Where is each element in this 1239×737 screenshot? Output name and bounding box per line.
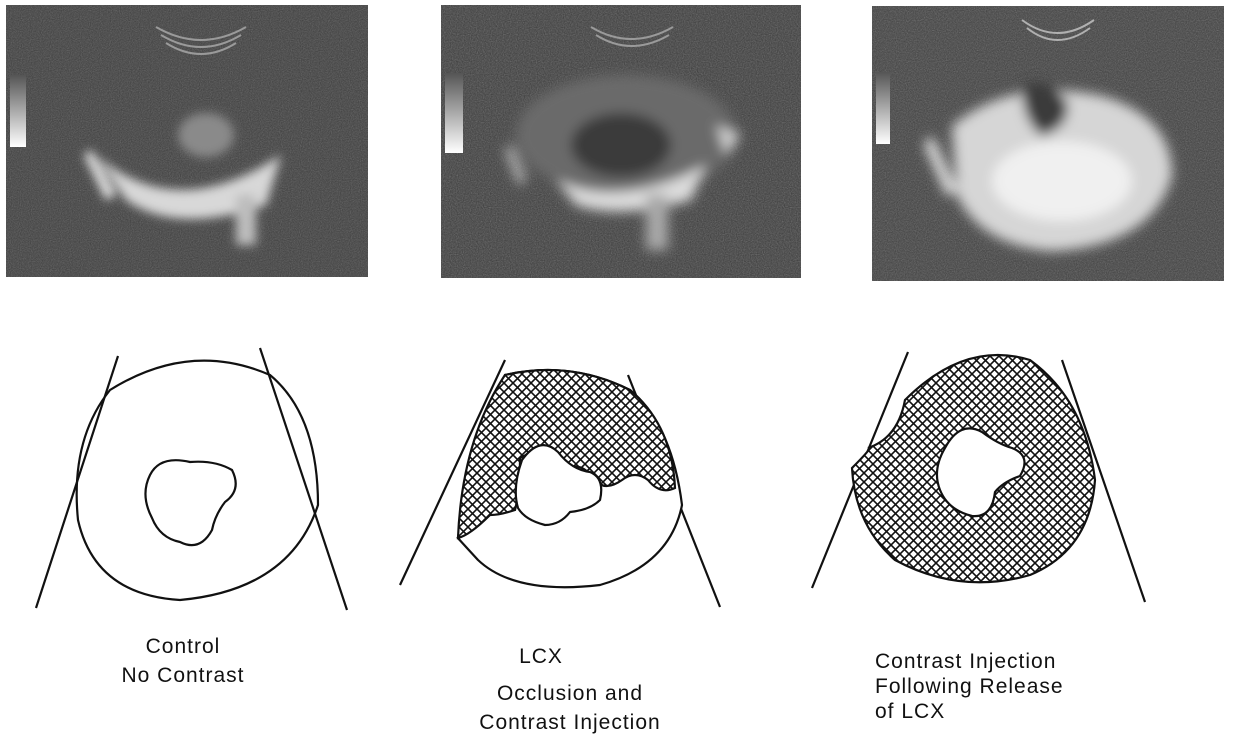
caption-line: No Contrast <box>93 661 273 690</box>
caption-line: Contrast Injection <box>450 708 690 737</box>
caption-line: Following Release <box>875 674 1135 699</box>
diagram-lcx-occlusion <box>400 360 720 607</box>
caption-line: of LCX <box>875 699 1135 724</box>
caption-lcx-occlusion: LCX Occlusion and Contrast Injection <box>450 642 690 737</box>
schematic-diagrams <box>0 320 1239 620</box>
diagram-control <box>36 348 347 610</box>
caption-line: Occlusion and <box>450 679 690 708</box>
caption-line: Control <box>93 632 273 661</box>
sector-line-right <box>260 348 347 610</box>
echo-image-lcx-occlusion <box>441 5 801 278</box>
echo-image-control <box>6 5 368 277</box>
echo-image-contrast-release <box>872 6 1224 281</box>
caption-line: Contrast Injection <box>875 649 1135 674</box>
inner-contour <box>145 460 235 545</box>
caption-contrast-release: Contrast Injection Following Release of … <box>875 649 1135 724</box>
caption-line: LCX <box>450 642 632 671</box>
diagram-contrast-release <box>812 352 1145 602</box>
caption-control: Control No Contrast <box>93 632 273 690</box>
outer-contour <box>77 361 318 600</box>
